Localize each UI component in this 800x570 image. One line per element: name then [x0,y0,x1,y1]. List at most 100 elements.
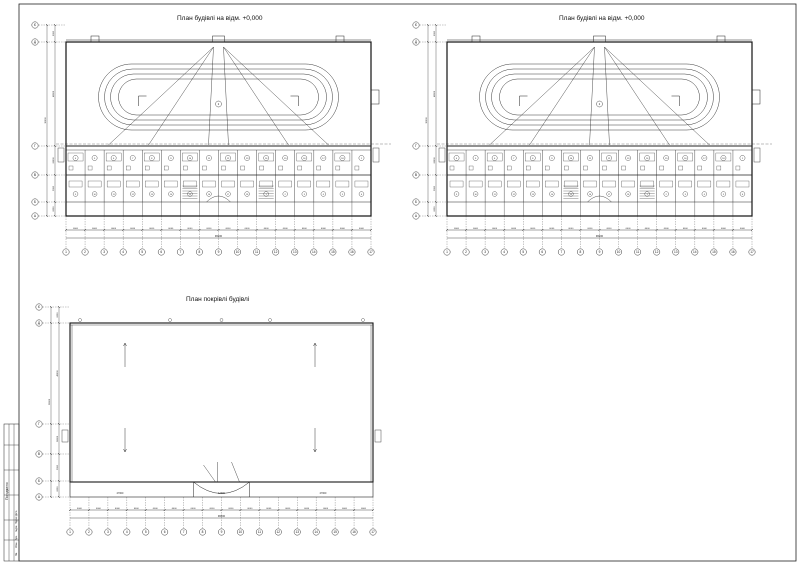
roof-plan-title: План покрівлі будівлі [186,296,250,303]
grid-axis-number: 10 [236,250,240,254]
grid-axis-number: 4 [126,530,128,534]
grid-axis-bubble [66,528,74,536]
dim-tick [731,228,735,232]
grid-axis-bubble [157,248,165,256]
room-number: 4 [704,194,706,196]
grid-axis-number: 13 [674,250,678,254]
stamp-label: Арк. [15,535,18,540]
room-number-bubble [644,191,650,197]
door-swing [206,195,231,203]
room-number: 8 [532,158,534,160]
grid-axis-number: 5 [141,250,143,254]
room-cell [106,180,121,188]
grid-axis-bubble [729,248,737,256]
grid-axis-number: 9 [599,250,601,254]
room-number: 6 [742,194,744,196]
room-number-bubble [682,191,688,197]
room-number-bubble [111,191,117,197]
slope-arrowhead [123,342,127,347]
grid-axis-bubble [538,248,546,256]
running-track-lane [104,68,333,126]
fixture [297,165,302,171]
room-cell [640,180,654,188]
overall-dimension: 96000 [215,234,223,238]
grid-axis-bubble [199,528,206,536]
grid-axis-number: 8 [580,250,582,254]
room-number: 2 [666,194,668,196]
slope-arrowhead [123,448,127,453]
dim-tick [333,508,337,512]
dim-tick [522,228,525,232]
leader-line [223,46,229,146]
grid-axis-number: 9 [218,250,220,254]
room-cell [563,152,579,162]
room-cell [526,180,540,188]
height-dimension: 6000 [57,486,59,492]
room-number: 12 [513,194,516,196]
grid-axis-number: 15 [331,250,335,254]
height-dimension: 36000 [45,117,47,124]
room-cell [182,152,198,162]
fixture [564,165,569,171]
grid-axis-bubble [35,493,43,501]
dim-tick [160,228,163,232]
dim-tick [106,508,110,512]
bay-dimension: 6000 [226,228,232,230]
roof-drain [268,318,272,322]
grid-axis-bubble [180,528,188,536]
room-number: 4 [75,158,77,160]
grid-axis-bubble [331,528,339,536]
room-number-bubble [453,155,460,161]
room-number: 9 [170,158,172,160]
room-cell [202,180,216,188]
room-cell [449,180,464,188]
height-dimension: 6000 [434,206,436,212]
room-cell [468,180,483,188]
grid-axis-bubble [412,212,420,220]
grid-axis-bubble [35,420,43,428]
room-number-bubble [587,191,593,197]
grid-axis-number: 16 [350,250,354,254]
grid-axis-bubble [85,528,93,536]
grid-axis-bubble [634,248,642,256]
side-exit [751,89,761,105]
grid-axis-letter: В [38,452,40,456]
room-number-bubble [282,191,288,197]
bay-dimension: 6000 [264,228,270,230]
grid-axis-bubble [31,142,39,150]
grid-axis-number: 10 [617,250,621,254]
fixture [507,165,512,171]
grid-axis-bubble [293,528,301,536]
dim-tick [236,228,239,232]
overall-dimension: 96000 [596,234,604,238]
entrance [471,35,481,43]
grid-axis-bubble [35,450,43,458]
room-number: 7 [132,158,134,160]
room-number: 6 [494,158,496,160]
running-track-lane [479,63,720,131]
grid-axis-number: 10 [239,530,243,534]
entrance [212,35,225,43]
entrance [335,35,345,43]
grid-axis-bubble [215,248,222,256]
height-dimension: 36000 [426,117,428,124]
side-label: Погоджено [5,482,9,500]
bay-dimension: 6000 [568,228,574,230]
bay-dimension: 6000 [683,228,689,230]
room-number: 14 [646,158,649,160]
room-number-bubble [168,155,174,161]
running-track-lane [98,63,339,131]
room-cell [67,152,84,162]
room-number: 1 [266,194,268,196]
height-dimension: 24000 [434,157,436,164]
grid-axis-bubble [653,248,661,256]
fixture [640,165,645,171]
grid-axis-letter: Г [34,144,36,148]
fixture [716,165,722,171]
room-cell [297,180,311,188]
room-number-bubble [225,155,231,161]
side-exit [370,89,380,105]
grid-axis-bubble [691,248,699,256]
stamp-label: Кільк. [15,541,18,548]
bay-dimension: 6000 [115,508,121,510]
